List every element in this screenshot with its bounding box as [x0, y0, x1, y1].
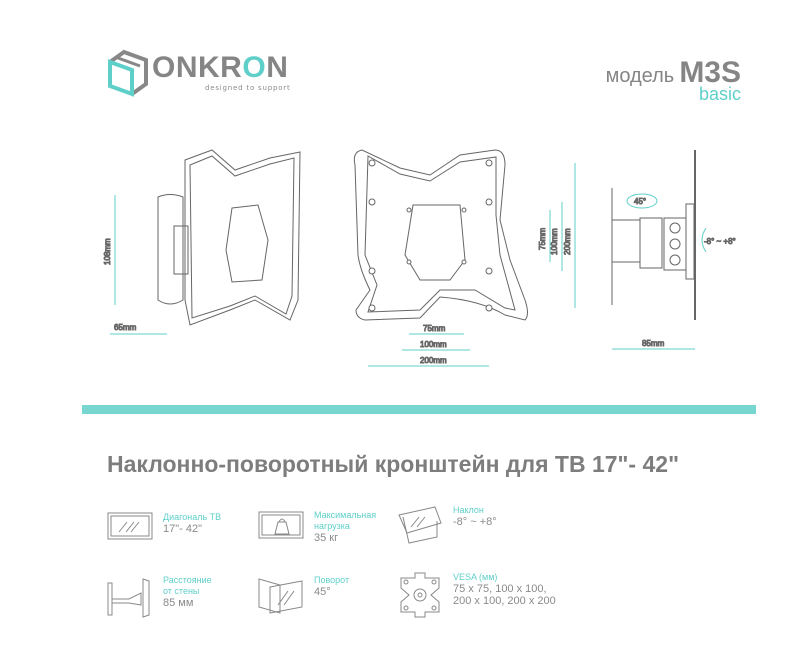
dim-front-75-horizontal: 75mm	[423, 324, 446, 333]
model-label: модель	[605, 65, 675, 87]
product-title: Наклонно-поворотный кронштейн для ТВ 17"…	[107, 451, 679, 477]
brand-name: ONKRON	[152, 51, 289, 84]
vesa-icon	[400, 572, 440, 618]
side-view-drawing	[157, 149, 301, 326]
dim-profile-swivel: 45°	[634, 197, 646, 206]
profile-view-drawing	[611, 150, 696, 320]
dim-front-200-vertical: 200mm	[563, 228, 572, 255]
model-variant: basic	[698, 84, 741, 104]
onkron-logo-icon	[108, 49, 148, 97]
dim-front-100-horizontal: 100mm	[420, 340, 447, 349]
dim-front-75-vertical: 75mm	[538, 227, 547, 250]
dim-profile-depth: 85mm	[642, 339, 665, 348]
dim-profile-tilt: -8° ~ +8°	[704, 237, 736, 246]
model-code: M3S	[679, 56, 741, 89]
model-block: модель M3S basic	[606, 56, 741, 105]
spec-tilt: Наклон-8° ~ +8°	[397, 505, 497, 545]
wall-distance-icon	[107, 578, 150, 618]
brand-tagline: designed to support	[205, 84, 291, 92]
swivel-icon	[258, 578, 303, 614]
max-load-icon	[258, 511, 304, 539]
technical-drawings: 108mm 65mm 75mm 100mm 200mm 75mm 100mm 2…	[103, 149, 736, 367]
dim-side-depth: 65mm	[114, 323, 137, 332]
tilt-icon	[398, 506, 442, 544]
tv-diagonal-icon	[107, 512, 153, 540]
front-view-drawing	[353, 149, 528, 321]
dim-front-100-vertical: 100mm	[550, 228, 559, 255]
dim-front-200-horizontal: 200mm	[420, 356, 447, 365]
accent-divider	[82, 405, 756, 414]
dim-side-height: 108mm	[103, 238, 112, 265]
spec-vesa: VESA (мм)75 x 75, 100 x 100, 200 x 100, …	[397, 572, 556, 618]
